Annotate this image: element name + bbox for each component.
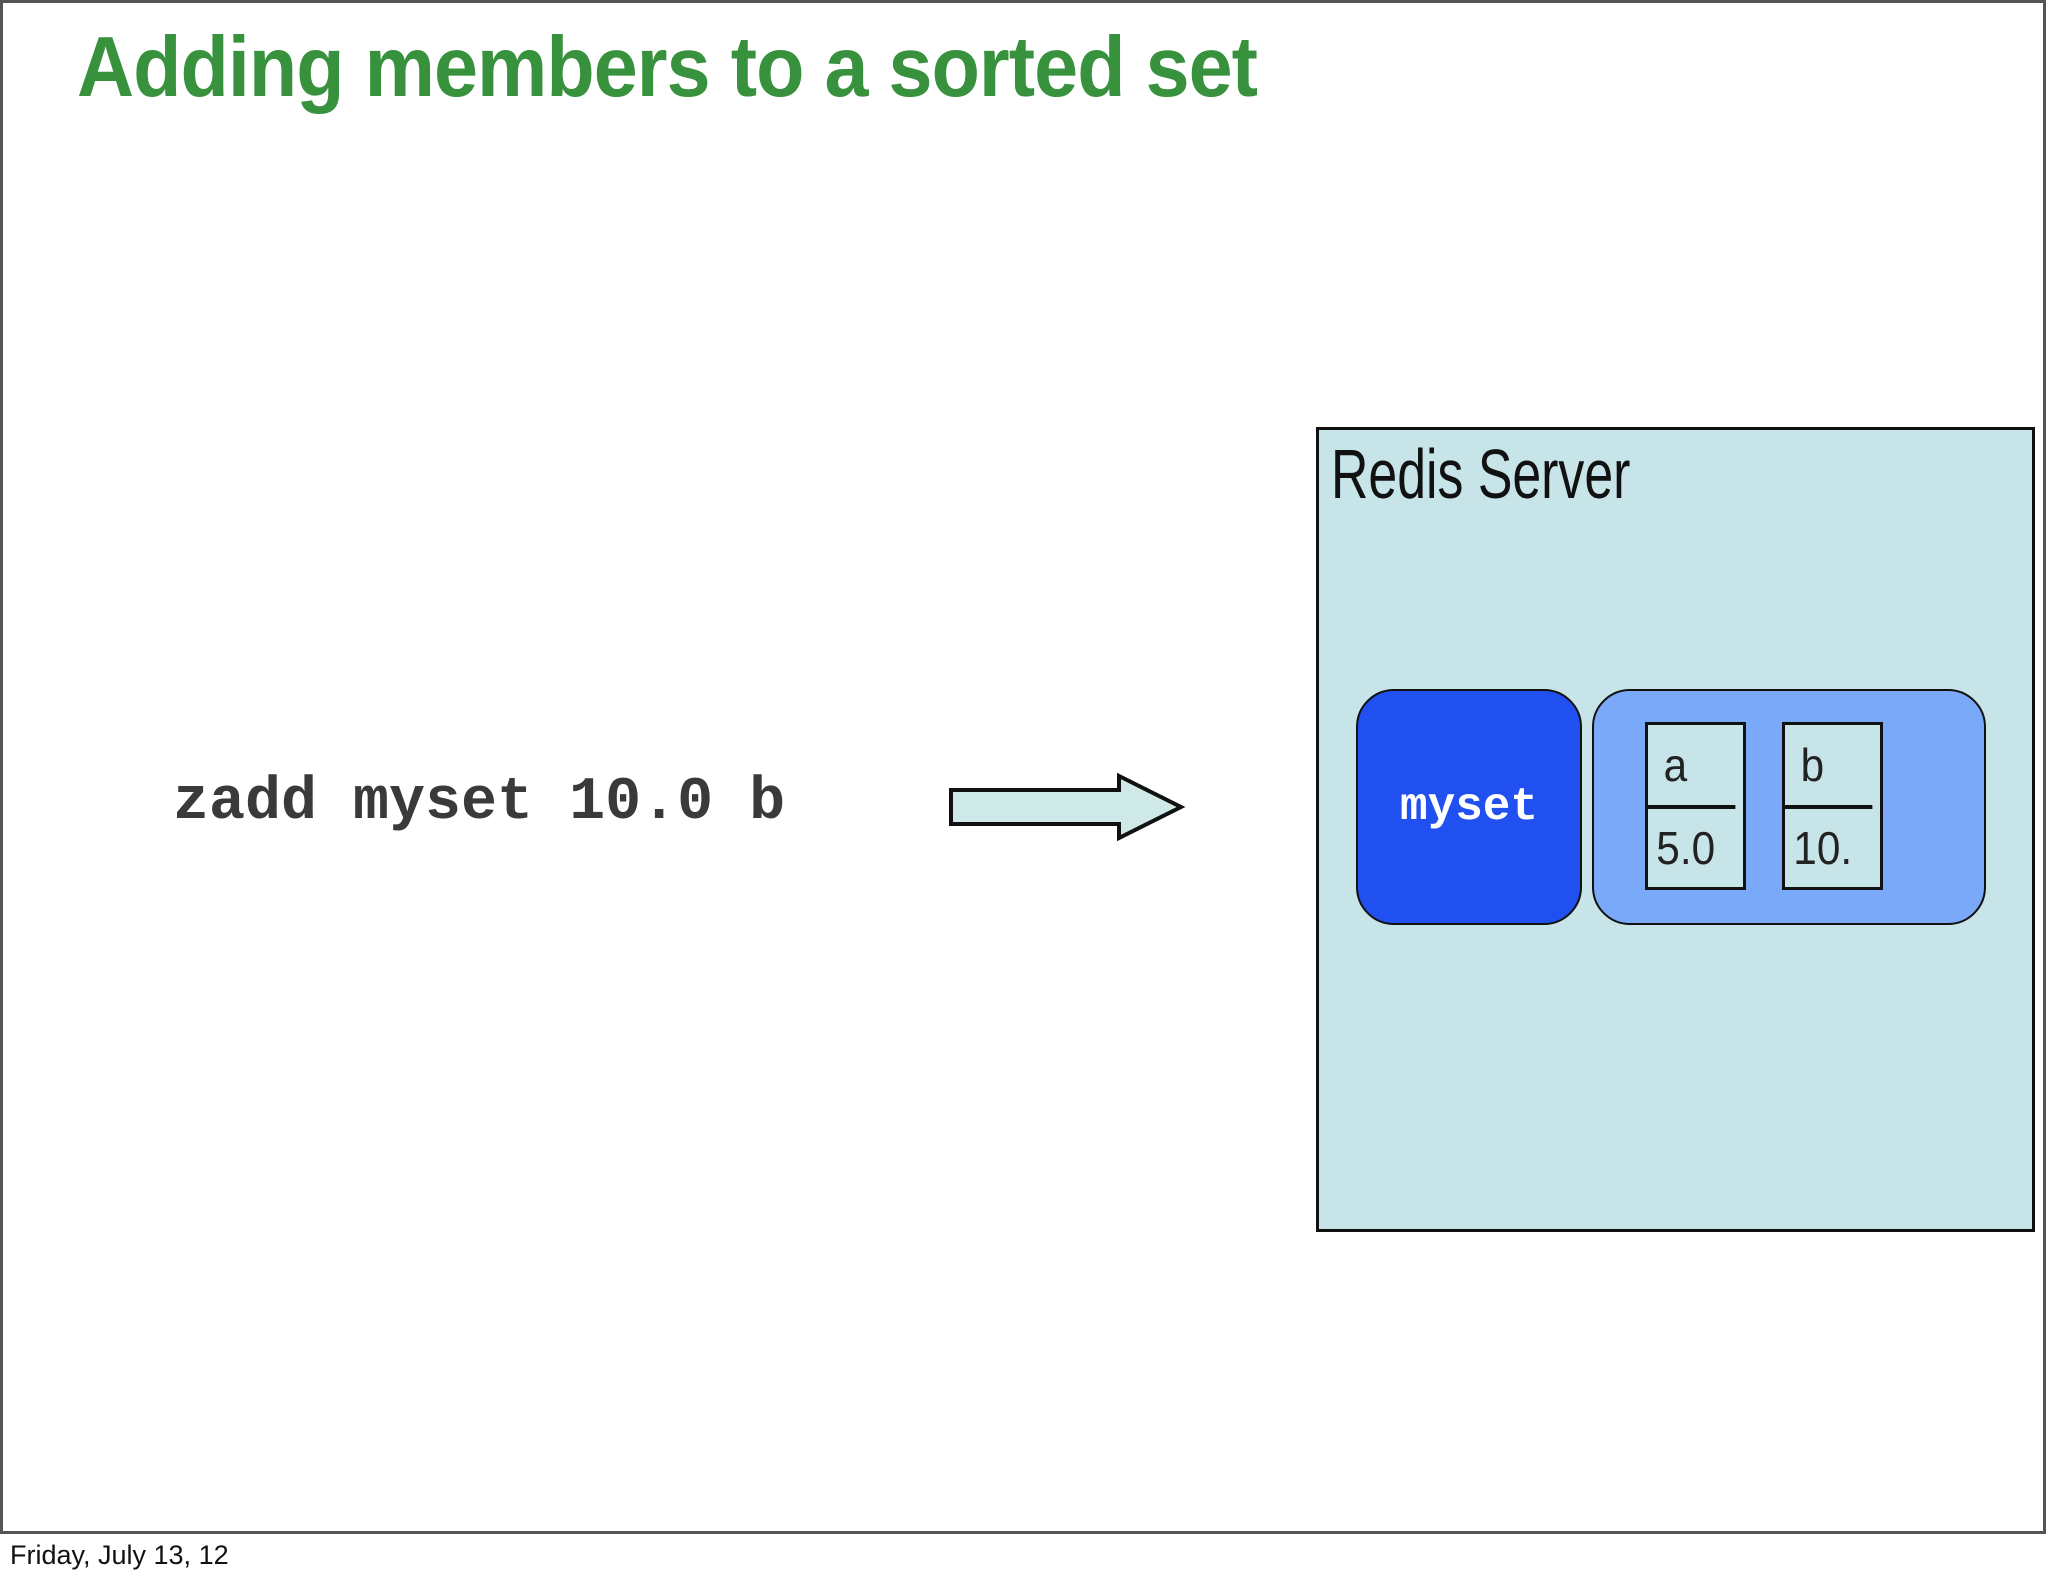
member-name: b bbox=[1800, 739, 1825, 791]
redis-command-text: zadd myset 10.0 b bbox=[173, 769, 786, 837]
key-name-label: myset bbox=[1399, 781, 1539, 833]
member-score: 5.0 bbox=[1648, 805, 1736, 887]
slide-title: Adding members to a sorted set bbox=[77, 20, 1258, 115]
footer-date: Friday, July 13, 12 bbox=[10, 1540, 229, 1570]
redis-server-label: Redis Server bbox=[1331, 435, 1631, 513]
member-cell-a: a 5.0 bbox=[1645, 722, 1746, 890]
member-cell-b: b 10. bbox=[1782, 722, 1883, 890]
member-name: a bbox=[1663, 739, 1688, 791]
member-score: 10. bbox=[1785, 805, 1873, 887]
redis-server-box: Redis Server myset a 5.0 b 10. bbox=[1316, 427, 2035, 1232]
slide: Adding members to a sorted set zadd myse… bbox=[0, 0, 2046, 1534]
right-arrow-icon bbox=[949, 772, 1186, 842]
key-node-myset: myset bbox=[1356, 689, 1582, 925]
sorted-set-members-container: a 5.0 b 10. bbox=[1592, 689, 1986, 925]
